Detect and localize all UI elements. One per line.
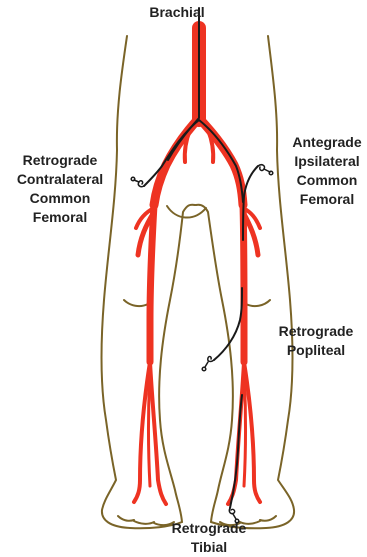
label-ipsilateral-line-3: Common [282,171,367,190]
label-retrograde-popliteal: Retrograde Popliteal [270,322,362,360]
label-popliteal-line-2: Popliteal [270,341,362,360]
right-iliac-artery [199,118,243,205]
label-retrograde-contralateral-common-femoral: Retrograde Contralateral Common Femoral [2,151,118,227]
label-contralateral-line-2: Contralateral [2,170,118,189]
label-contralateral-line-3: Common [2,189,118,208]
label-ipsilateral-line-4: Femoral [282,190,367,209]
label-brachial-line-1: Brachial [137,3,217,22]
popliteal-access-wire [214,288,242,360]
label-tibial-line-2: Tibial [163,538,255,557]
left-knee-hint [124,300,148,306]
right-knee-hint [246,300,270,306]
contralateral-hub [131,177,144,186]
label-contralateral-line-1: Retrograde [2,151,118,170]
label-brachial: Brachial [137,3,217,22]
label-antegrade-ipsilateral-common-femoral: Antegrade Ipsilateral Common Femoral [282,133,367,209]
popliteal-hub [202,356,214,370]
label-retrograde-tibial: Retrograde Tibial [163,519,255,557]
label-contralateral-line-4: Femoral [2,208,118,227]
ipsilateral-hub [258,165,273,175]
label-tibial-line-1: Retrograde [163,519,255,538]
left-leg-inner-contour [159,205,195,522]
left-femoral-artery [150,205,154,362]
label-ipsilateral-line-2: Ipsilateral [282,152,367,171]
left-iliac-artery [154,118,199,205]
right-leg-inner-contour [196,205,233,522]
left-peroneal-artery [149,370,151,486]
label-ipsilateral-line-1: Antegrade [282,133,367,152]
left-posterior-tibial-artery [150,362,166,504]
label-popliteal-line-1: Retrograde [270,322,362,341]
right-peroneal-artery [244,370,246,486]
arterial-tree [134,28,260,504]
